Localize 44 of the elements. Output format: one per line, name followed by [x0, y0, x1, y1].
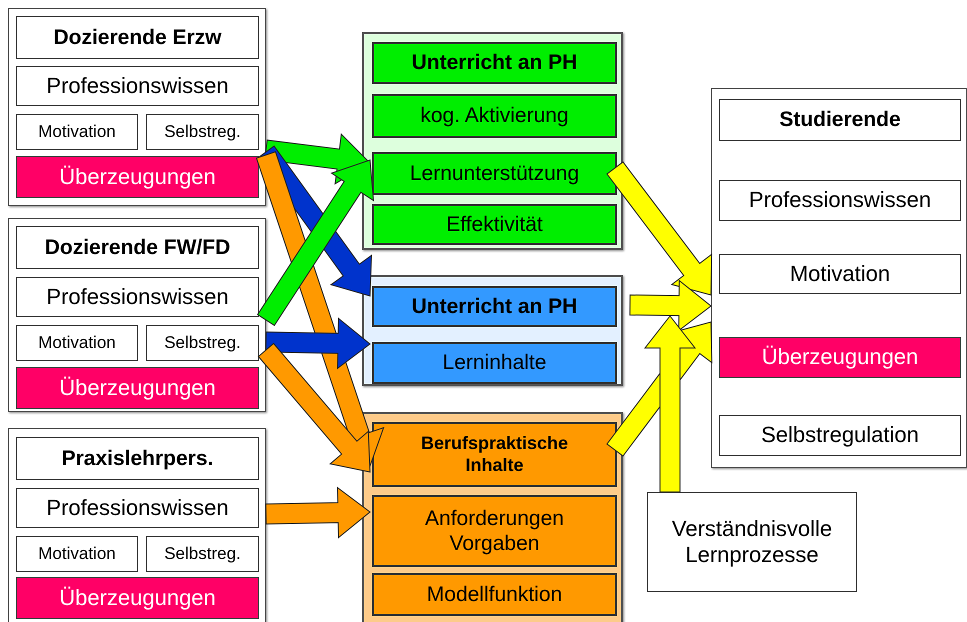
block-arrow: [644, 315, 696, 492]
block-arrow: [265, 486, 371, 539]
block-arrow: [265, 317, 371, 370]
label-box: Selbstreg.: [146, 536, 259, 572]
group-panel: [8, 218, 266, 412]
label-box: Selbstreg.: [146, 114, 259, 150]
label-box: Professionswissen: [16, 488, 259, 528]
group-panel: [8, 8, 266, 206]
block-arrow: [629, 280, 712, 332]
label-box: Lernunterstützung: [372, 152, 617, 195]
label-box: Modellfunktion: [372, 573, 617, 616]
label-box: Verständnisvolle Lernprozesse: [647, 492, 857, 592]
group-panel: [711, 88, 967, 468]
label-box: Motivation: [16, 114, 138, 150]
label-box: Überzeugungen: [16, 367, 259, 409]
heading-box: Unterricht an PH: [372, 286, 617, 327]
heading-box: Praxislehrpers.: [16, 437, 259, 480]
label-box: Motivation: [16, 325, 138, 361]
label-box: Motivation: [719, 254, 961, 294]
heading-box: Dozierende Erzw: [16, 16, 259, 59]
label-box: Überzeugungen: [16, 156, 259, 198]
label-box: Professionswissen: [16, 277, 259, 317]
label-box: Motivation: [16, 536, 138, 572]
heading-box: Unterricht an PH: [372, 42, 617, 84]
label-box: Effektivität: [372, 204, 617, 245]
group-panel: [362, 412, 623, 622]
block-arrow: [606, 161, 712, 296]
label-box: Professionswissen: [719, 180, 961, 221]
label-box: kog. Aktivierung: [372, 94, 617, 138]
label-box: Professionswissen: [16, 66, 259, 106]
block-arrow: [256, 159, 374, 326]
heading-box: Dozierende FW/FD: [16, 226, 259, 269]
label-box: Überzeugungen: [16, 577, 259, 619]
block-arrow: [258, 342, 371, 473]
heading-box: Berufspraktische Inhalte: [372, 422, 617, 487]
group-panel: [8, 428, 266, 622]
group-panel: [362, 275, 623, 386]
heading-box: Studierende: [719, 99, 961, 141]
label-box: Anforderungen Vorgaben: [372, 495, 617, 567]
label-box: Selbstregulation: [719, 415, 961, 456]
group-panel: [362, 32, 623, 250]
label-box: Überzeugungen: [719, 337, 961, 378]
label-box: Lerninhalte: [372, 342, 617, 384]
label-box: Selbstreg.: [146, 325, 259, 361]
